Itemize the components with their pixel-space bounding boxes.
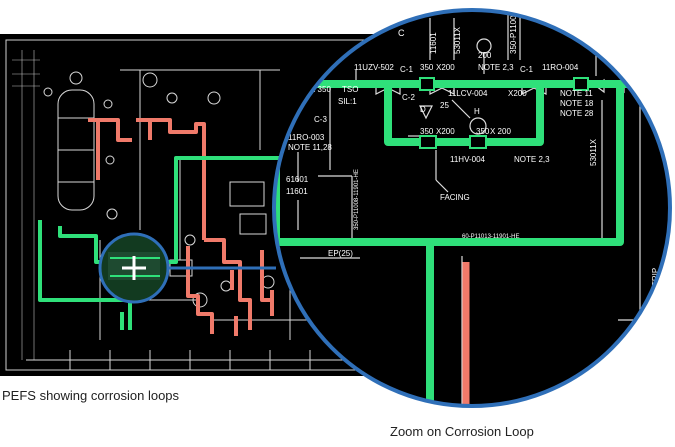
- zoom-label-vline1: 350-P11008-11901-HE: [354, 169, 360, 230]
- zoom-label-x200b: X200: [508, 89, 527, 98]
- zoom-label-c3: C-3: [314, 115, 327, 124]
- zoom-label-line-top: 350-P11008-5: [509, 3, 518, 54]
- zoom-label-ro004: 11RO-004: [542, 63, 579, 72]
- zoom-label-ro003: 11RO-003: [288, 133, 325, 142]
- zoom-lens: -502 C 11601 53011X 200 350-P11008-5 11U…: [272, 3, 672, 408]
- zoom-label-note11: NOTE 11: [560, 89, 593, 98]
- zoom-label-sil: SIL:1: [338, 97, 357, 106]
- zoom-label-lcv: 11LCV-004: [448, 89, 488, 98]
- zoom-label-c2: C-2: [402, 93, 415, 102]
- zoom-label-x200a: X200: [436, 63, 455, 72]
- zoom-label-facing: FACING: [440, 193, 470, 202]
- caption-overview: PEFS showing corrosion loops: [2, 388, 180, 403]
- zoom-label-200: 200: [478, 51, 492, 60]
- zoom-label-c1b: C-1: [520, 65, 533, 74]
- zoom-label-53011x-b: 53011X: [589, 138, 598, 166]
- zoom-lens-ring: [272, 8, 672, 408]
- zoom-label-x200c: X200: [436, 127, 455, 136]
- zoom-label-note23b: NOTE 2,3: [514, 155, 550, 164]
- zoom-label-ep: EP(25): [328, 249, 353, 258]
- plus-icon: [122, 256, 146, 280]
- zoom-label-note28: NOTE 28: [560, 109, 594, 118]
- zoom-label-note1128: NOTE 11,28: [288, 143, 332, 152]
- zoom-label-350a: 350: [420, 63, 434, 72]
- zoom-label-hline1: 60-P11013-11901-HE: [462, 234, 519, 240]
- zoom-label-11601: 11601: [429, 32, 438, 54]
- zoom-label-c1a: C-1: [400, 65, 413, 74]
- zoom-label-350c: 350: [476, 127, 490, 136]
- zoom-label-c-top: C: [398, 28, 405, 38]
- zoom-label-tso: TSO: [342, 85, 358, 94]
- zoom-label-x200d: X 200: [490, 127, 511, 136]
- zoom-label-uzv: 11UZV-502: [354, 63, 394, 72]
- zoom-label-11601b: 11601: [286, 187, 308, 196]
- zoom-label-hv004: 11HV-004: [450, 155, 486, 164]
- zoom-label-350b: 350: [420, 127, 434, 136]
- zoom-label-h: H: [474, 107, 480, 116]
- zoom-label-note23a: NOTE 2,3: [478, 63, 514, 72]
- zoom-label-25: 25: [440, 101, 449, 110]
- zoom-label-53011x: 53011X: [453, 26, 462, 54]
- zoom-label-x350: X 350: [310, 85, 331, 94]
- zoom-label-note18: NOTE 18: [560, 99, 594, 108]
- zoom-label-d: D: [420, 105, 426, 114]
- zoom-label-61601: 61601: [286, 175, 309, 184]
- caption-zoom: Zoom on Corrosion Loop: [390, 424, 534, 439]
